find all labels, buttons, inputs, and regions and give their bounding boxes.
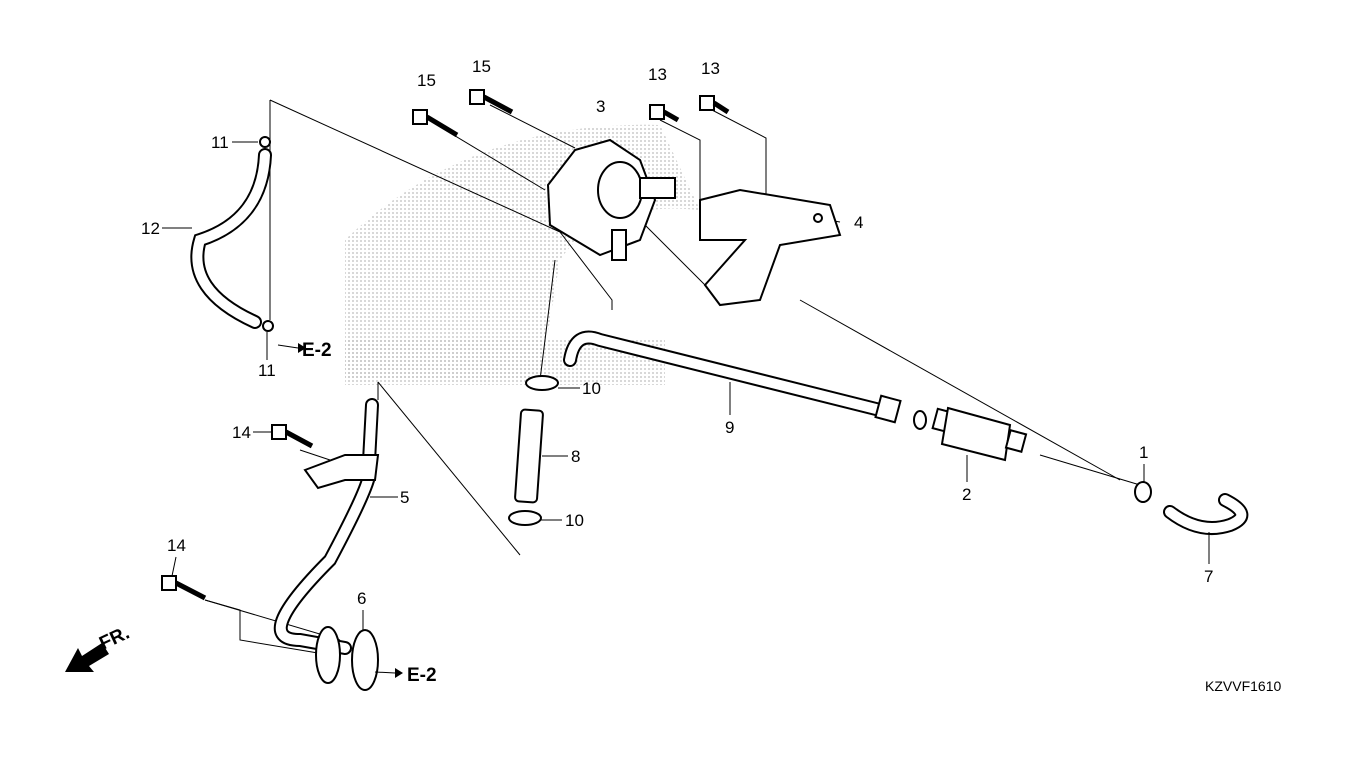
callout-6: 6	[357, 589, 366, 608]
part-11-clip-bottom	[262, 320, 274, 332]
callout-3: 3	[596, 97, 605, 116]
part-14-bolt-a	[271, 424, 314, 449]
callout-7: 7	[1204, 567, 1213, 586]
part-7-hose	[1163, 493, 1249, 535]
callout-14: 14	[167, 536, 186, 555]
part-13-bolt-b	[699, 95, 730, 115]
callout-8: 8	[571, 447, 580, 466]
callouts: 15 15 3 13 13 11 12 4 11 10 9 14 8 5 2 1…	[141, 57, 1213, 630]
part-10-clamp-top	[525, 375, 559, 391]
part-1-clip	[1134, 481, 1152, 503]
part-8-tube	[514, 408, 544, 504]
callout-10: 10	[582, 379, 601, 398]
front-arrow-icon	[65, 643, 109, 672]
part-2-fuel-filter	[913, 406, 1028, 462]
callout-1: 1	[1139, 443, 1148, 462]
callout-13: 13	[648, 65, 667, 84]
part-3-fuel-valve	[546, 138, 676, 261]
callout-9: 9	[725, 418, 734, 437]
e2-arrow-top-icon	[277, 343, 306, 353]
reference-e2-top[interactable]: E-2	[302, 340, 332, 361]
callout-11: 11	[258, 361, 276, 380]
callout-5: 5	[400, 488, 409, 507]
part-13-bolt-a	[649, 104, 680, 123]
callout-14: 14	[232, 423, 251, 442]
callout-15: 15	[472, 57, 491, 76]
callout-4: 4	[854, 213, 863, 232]
bolts	[161, 89, 730, 601]
part-6-gasket	[351, 629, 379, 691]
callout-12: 12	[141, 219, 160, 238]
part-15-bolt-a	[469, 89, 514, 115]
reference-e2-bottom[interactable]: E-2	[407, 665, 437, 686]
callout-2: 2	[962, 485, 971, 504]
part-10-clamp-bottom	[508, 510, 542, 526]
callout-15: 15	[417, 71, 436, 90]
callout-11: 11	[211, 133, 229, 152]
part-15-bolt-b	[412, 109, 459, 138]
callout-10: 10	[565, 511, 584, 530]
part-5-pipe	[273, 398, 380, 684]
e2-arrow-bottom-icon	[374, 668, 403, 678]
part-11-clip-top	[259, 136, 271, 148]
part-4-bracket	[699, 188, 842, 307]
part-14-bolt-b	[161, 575, 207, 601]
part-12-hose	[190, 148, 272, 329]
callout-13: 13	[701, 59, 720, 78]
diagram-code: KZVVF1610	[1205, 678, 1281, 694]
part-9-hose	[563, 330, 902, 424]
